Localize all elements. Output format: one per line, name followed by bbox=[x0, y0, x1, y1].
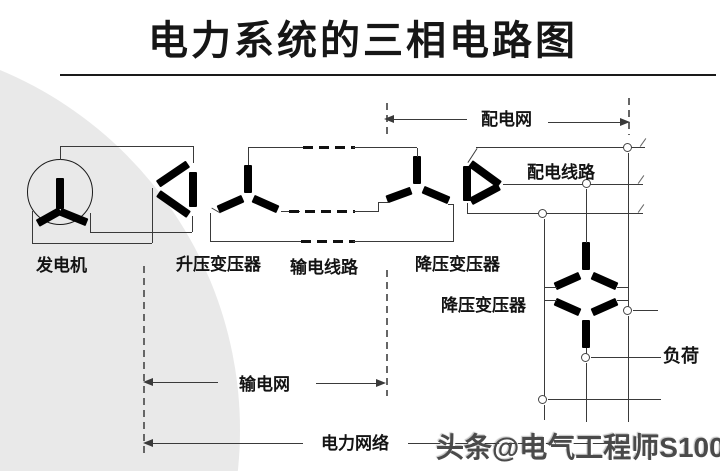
transformer-winding-bar bbox=[553, 271, 582, 291]
wire-segment bbox=[586, 348, 587, 354]
transmission-wire bbox=[353, 147, 417, 148]
transformer-winding-bar bbox=[421, 185, 451, 205]
transformer-winding-bar bbox=[590, 271, 619, 291]
arrow-line bbox=[548, 122, 624, 123]
transformer-winding-bar bbox=[413, 156, 421, 184]
transmission-wire bbox=[248, 147, 305, 148]
wire-segment bbox=[152, 188, 153, 243]
transformer-winding-bar bbox=[251, 194, 280, 214]
distribution-wire bbox=[467, 213, 643, 214]
wire-segment bbox=[586, 363, 587, 422]
transformer-winding-bar bbox=[468, 182, 502, 206]
step-down-transformer-1-label: 降压变压器 bbox=[415, 255, 500, 274]
boundary-dashed-line bbox=[143, 266, 145, 454]
arrow-head-right-icon bbox=[618, 439, 628, 447]
wire-segment bbox=[32, 211, 33, 243]
transmission-network-label: 输电网 bbox=[239, 375, 290, 394]
arrow-line bbox=[408, 443, 620, 444]
wire-segment bbox=[453, 204, 454, 242]
wire-end-tick bbox=[637, 175, 645, 184]
transformer-winding-bar bbox=[582, 242, 590, 270]
transformer-winding-bar bbox=[590, 297, 619, 317]
connection-node bbox=[623, 306, 632, 315]
connection-node bbox=[538, 209, 547, 218]
generator-label: 发电机 bbox=[36, 256, 87, 275]
page-title: 电力系统的三相电路图 bbox=[148, 17, 578, 64]
watermark-text: 头条@电气工程师S100695547 bbox=[436, 432, 720, 463]
connection-node bbox=[582, 179, 591, 188]
boundary-dashed-line bbox=[386, 270, 388, 396]
load-wire bbox=[591, 357, 661, 358]
wire-segment bbox=[193, 146, 194, 163]
wire-segment bbox=[544, 219, 545, 396]
generator-winding-bar bbox=[56, 178, 64, 209]
wire-segment bbox=[617, 300, 628, 301]
transformer-winding-bar bbox=[155, 160, 191, 188]
transformer-winding-bar bbox=[189, 172, 197, 207]
wire-segment bbox=[448, 204, 454, 205]
arrow-head-right-icon bbox=[620, 118, 630, 126]
transformer-winding-bar bbox=[244, 165, 252, 193]
boundary-dashed-line bbox=[628, 98, 630, 135]
transformer-winding-bar bbox=[582, 320, 590, 348]
transmission-wire-dashed bbox=[289, 210, 355, 213]
transmission-wire bbox=[353, 241, 453, 242]
arrow-line bbox=[316, 383, 382, 384]
step-up-transformer-label: 升压变压器 bbox=[176, 255, 261, 274]
wire-segment bbox=[60, 146, 61, 160]
wire-segment bbox=[544, 300, 557, 301]
transformer-winding-bar bbox=[553, 297, 582, 317]
wire-segment bbox=[32, 243, 152, 244]
wire-segment bbox=[378, 202, 379, 212]
transmission-line-label: 输电线路 bbox=[290, 258, 358, 277]
arrow-head-left-icon bbox=[143, 378, 153, 386]
transmission-wire-dashed bbox=[303, 146, 355, 149]
arrow-line bbox=[147, 382, 218, 383]
wire-segment bbox=[210, 213, 211, 242]
connection-node bbox=[581, 353, 590, 362]
wire-end-tick bbox=[637, 204, 645, 213]
arrow-line bbox=[390, 119, 467, 120]
power-network-label: 电力网络 bbox=[321, 434, 389, 453]
wire-end-tick bbox=[639, 138, 647, 147]
wire-segment bbox=[248, 148, 249, 165]
wire-segment bbox=[544, 287, 557, 288]
wire-segment bbox=[628, 316, 629, 422]
wire-segment bbox=[617, 287, 628, 288]
distribution-wire bbox=[503, 184, 643, 185]
distribution-network-label: 配电网 bbox=[481, 110, 532, 129]
wire-segment bbox=[90, 232, 192, 233]
arrow-line bbox=[147, 443, 303, 444]
wire-segment bbox=[628, 153, 629, 307]
arrow-head-right-icon bbox=[376, 379, 386, 387]
wire-segment bbox=[417, 148, 418, 157]
wire-segment bbox=[60, 146, 193, 147]
transformer-winding-bar bbox=[385, 186, 413, 204]
arrow-head-left-icon bbox=[143, 439, 153, 447]
connection-node bbox=[623, 143, 632, 152]
wire-segment bbox=[467, 203, 468, 214]
distribution-wire bbox=[476, 147, 645, 148]
wire-segment bbox=[192, 216, 193, 232]
wire-segment bbox=[586, 189, 587, 243]
transmission-wire bbox=[210, 241, 302, 242]
transformer-winding-bar bbox=[216, 194, 245, 214]
load-wire bbox=[548, 399, 661, 400]
step-down-transformer-2-label: 降压变压器 bbox=[441, 296, 526, 315]
load-wire bbox=[633, 310, 658, 311]
transmission-wire-dashed bbox=[301, 240, 355, 243]
transmission-wire bbox=[353, 211, 378, 212]
distribution-line-label: 配电线路 bbox=[527, 163, 595, 182]
load-label: 负荷 bbox=[663, 346, 699, 366]
wire-segment bbox=[378, 202, 389, 203]
title-underline bbox=[60, 74, 716, 76]
wire-segment bbox=[90, 213, 91, 232]
wire-segment bbox=[544, 405, 545, 420]
arrow-head-left-icon bbox=[384, 115, 394, 123]
transformer-winding-bar bbox=[463, 166, 471, 201]
connection-node bbox=[538, 395, 547, 404]
